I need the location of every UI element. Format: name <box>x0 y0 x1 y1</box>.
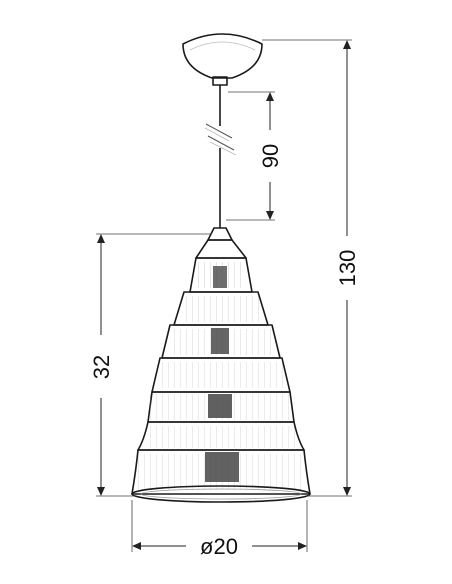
dimension-total-height: 130 <box>262 39 360 497</box>
shade-height-label: 32 <box>89 355 114 379</box>
dimension-cable-length: 90 <box>226 91 283 221</box>
ceiling-canopy <box>182 33 263 86</box>
lamp-shade <box>131 227 311 503</box>
cable-length-label: 90 <box>258 144 283 168</box>
diameter-label: ø20 <box>200 534 238 559</box>
suspension-cable <box>204 85 237 228</box>
total-height-label: 130 <box>335 250 360 287</box>
dimension-shade-height: 32 <box>89 233 212 497</box>
dimension-diameter: ø20 <box>131 500 308 559</box>
